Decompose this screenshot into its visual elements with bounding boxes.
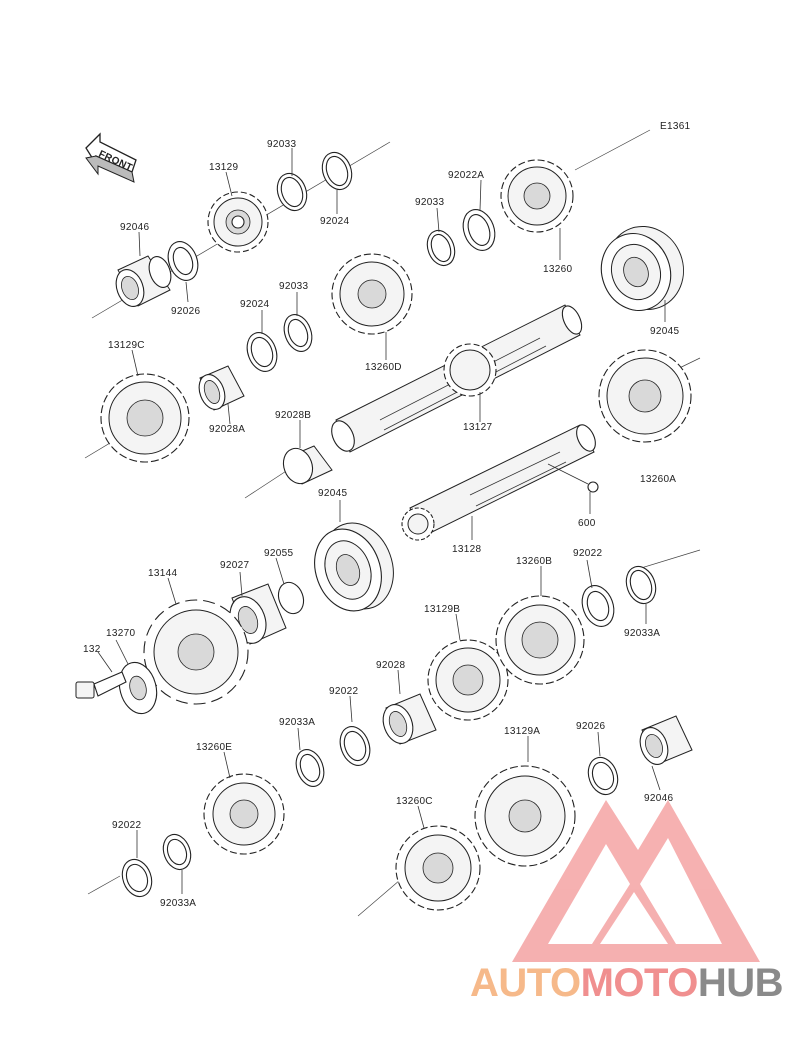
- part-label: 92027: [220, 560, 249, 571]
- part-label: 92033A: [279, 717, 315, 728]
- part-label: 13128: [452, 544, 481, 555]
- part-92022A-washer: [462, 209, 496, 251]
- part-label: 13260B: [516, 556, 552, 567]
- automotohub-logo: [512, 800, 760, 962]
- part-92033A-circlip: [625, 565, 657, 605]
- part-label: 132: [83, 644, 101, 655]
- part-92046-collar: [115, 255, 172, 307]
- axis-line: [357, 879, 401, 917]
- part-label: 13129: [209, 162, 238, 173]
- part-92028B-bushing: [282, 445, 333, 485]
- logo-text-auto: AUTO: [470, 961, 581, 1005]
- part-92045-bearing: [314, 522, 394, 612]
- part-92022-washer: [121, 858, 153, 898]
- part-92033A-circlip: [162, 833, 192, 871]
- part-label: 13129C: [108, 340, 145, 351]
- part-13260B-gear: [495, 595, 585, 685]
- front-arrow-icon: FRONT: [85, 132, 137, 183]
- part-label: 13260E: [196, 742, 232, 753]
- part-label: 92033A: [160, 898, 196, 909]
- part-92045-bearing: [600, 225, 684, 311]
- part-label: 92024: [320, 216, 349, 227]
- part-92028A-bushing: [198, 365, 245, 411]
- part-label: 13260D: [365, 362, 402, 373]
- part-13129-gear: [207, 191, 269, 253]
- part-label: 13260A: [640, 474, 676, 485]
- part-label: 92028A: [209, 424, 245, 435]
- part-label: 13260: [543, 264, 572, 275]
- diagram-code: E1361: [660, 121, 691, 132]
- part-label: 92026: [576, 721, 605, 732]
- part-13270-plate: [118, 661, 158, 715]
- part-label: 92045: [650, 326, 679, 337]
- part-label: 92033: [415, 197, 444, 208]
- part-13260C-gear: [395, 825, 481, 911]
- part-label: 92026: [171, 306, 200, 317]
- part-label: 92028: [376, 660, 405, 671]
- part-13127-shaft: [331, 304, 583, 453]
- part-92026-washer: [167, 241, 199, 281]
- part-label: 92024: [240, 299, 269, 310]
- logo-triangle-icon: [512, 800, 760, 962]
- part-92022-washer: [339, 726, 371, 766]
- part-92055-oring: [277, 581, 305, 615]
- part-13128-shaft: [401, 424, 596, 541]
- part-label: 92028B: [275, 410, 311, 421]
- part-label: 13270: [106, 628, 135, 639]
- part-92028-bushing: [382, 693, 437, 745]
- part-label: 92033A: [624, 628, 660, 639]
- part-92026-washer: [587, 756, 619, 796]
- part-92033-circlip: [276, 172, 308, 212]
- axis-line: [87, 875, 121, 895]
- part-label: 92033: [279, 281, 308, 292]
- part-92046-collar: [639, 715, 693, 765]
- part-label: 13127: [463, 422, 492, 433]
- part-600-ball: [587, 481, 599, 493]
- part-13260-gear: [500, 159, 574, 233]
- logo-text-moto: MOTO: [581, 961, 698, 1005]
- part-13129C-gear: [100, 373, 190, 463]
- part-13260E-gear: [203, 773, 285, 855]
- part-label: 600: [578, 518, 596, 529]
- part-label: 13129B: [424, 604, 460, 615]
- part-label: 92022: [573, 548, 602, 559]
- part-92024-washer: [321, 151, 353, 191]
- part-label: 92033: [267, 139, 296, 150]
- part-label: 92022: [329, 686, 358, 697]
- part-13129B-gear: [427, 639, 509, 721]
- part-13129A-gear: [474, 765, 576, 867]
- part-label: 92046: [120, 222, 149, 233]
- part-label: 13260C: [396, 796, 433, 807]
- part-92033-circlip: [426, 229, 456, 267]
- part-13260A-gear: [598, 349, 692, 443]
- part-label: 92045: [318, 488, 347, 499]
- part-label: 13129A: [504, 726, 540, 737]
- part-92022-washer: [581, 585, 615, 627]
- part-label: 13144: [148, 568, 177, 579]
- part-label: 92046: [644, 793, 673, 804]
- part-13260D-gear: [331, 253, 413, 335]
- axis-line: [574, 129, 651, 171]
- part-132-bolt: [75, 671, 127, 699]
- part-92033-circlip: [283, 314, 313, 352]
- part-label: 92055: [264, 548, 293, 559]
- part-label: 92022: [112, 820, 141, 831]
- part-92033A-circlip: [295, 749, 325, 787]
- part-92024-washer: [246, 332, 278, 372]
- leader-lines: [97, 148, 666, 894]
- part-label: 92022A: [448, 170, 484, 181]
- part-13144-sprocket: [143, 599, 249, 705]
- logo-text-hub: HUB: [698, 961, 783, 1005]
- logo-text: AUTOMOTOHUB: [470, 961, 783, 1005]
